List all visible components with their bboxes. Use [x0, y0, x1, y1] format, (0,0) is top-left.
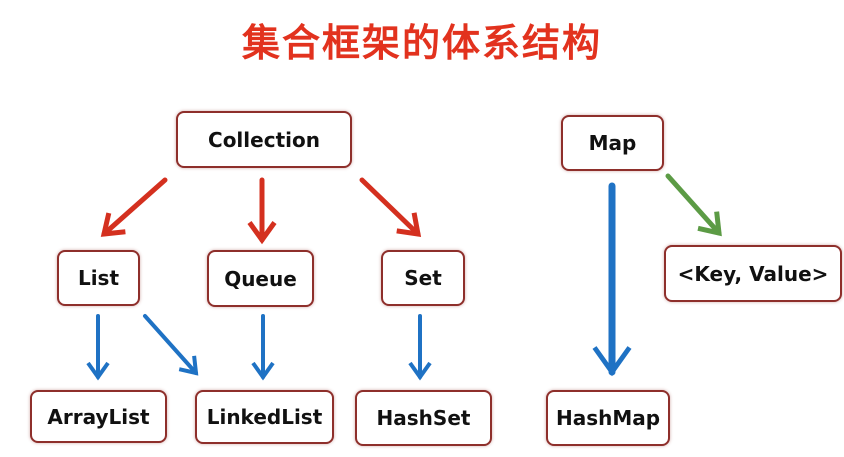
node-arraylist: ArrayList — [30, 390, 167, 443]
node-keyvalue: <Key, Value> — [664, 245, 842, 302]
node-collection: Collection — [176, 111, 352, 168]
arrow-collection-set — [359, 177, 422, 237]
node-map: Map — [561, 115, 664, 171]
node-list: List — [57, 250, 140, 306]
node-set: Set — [381, 250, 465, 306]
arrow-list-linkedlist — [143, 314, 199, 376]
node-queue: Queue — [207, 250, 314, 307]
diagram-title: 集合框架的体系结构 — [241, 21, 602, 65]
node-linkedlist: LinkedList — [195, 390, 334, 444]
arrow-collection-list — [100, 177, 168, 237]
node-hashmap: HashMap — [546, 390, 670, 446]
arrow-map-keyvalue — [665, 173, 722, 237]
node-hashset: HashSet — [355, 390, 492, 446]
